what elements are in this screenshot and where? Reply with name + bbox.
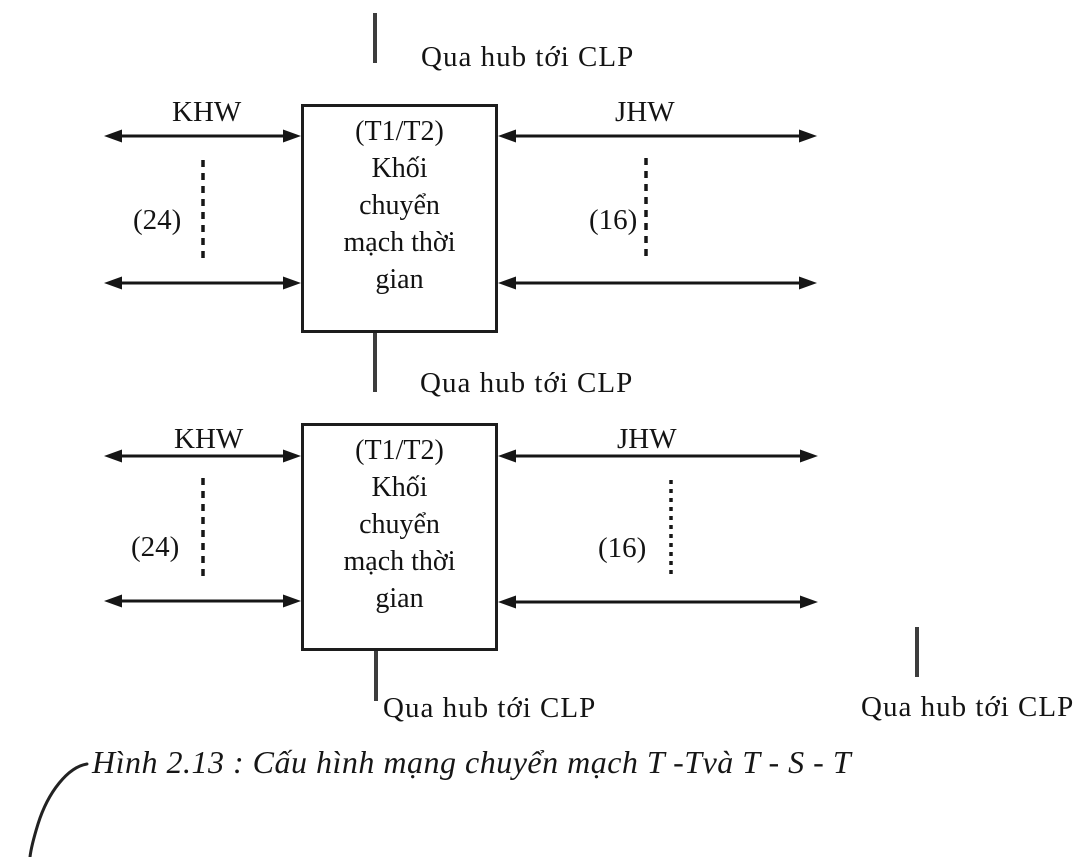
figure-caption: Hình 2.13 : Cấu hình mạng chuyển mạch T … bbox=[92, 744, 852, 780]
jhw-arrow-bottom-2 bbox=[498, 595, 818, 609]
jhw-label-2: JHW bbox=[617, 423, 677, 455]
block-1-line-3: chuyển bbox=[359, 190, 440, 221]
hub-label-top: Qua hub tới CLP bbox=[421, 41, 635, 73]
block-2-line-2: Khối bbox=[371, 472, 428, 503]
khw-arrow-bottom-2 bbox=[104, 594, 301, 608]
jhw-count-1: (16) bbox=[589, 204, 638, 236]
caption-curve bbox=[28, 762, 89, 857]
block-1-line-2: Khối bbox=[371, 153, 428, 184]
jhw-arrow-top-2 bbox=[498, 449, 818, 463]
jhw-count-2: (16) bbox=[598, 532, 647, 564]
khw-arrow-top-1 bbox=[104, 129, 301, 143]
time-switch-block-2: (T1/T2) Khối chuyển mạch thời gian bbox=[301, 423, 498, 651]
khw-label-2: KHW bbox=[174, 423, 244, 455]
jhw-arrow-top-1 bbox=[498, 129, 817, 143]
khw-count-2: (24) bbox=[131, 531, 180, 563]
khw-arrow-bottom-1 bbox=[104, 276, 301, 290]
khw-count-1: (24) bbox=[133, 204, 182, 236]
block-1-line-5: gian bbox=[375, 264, 424, 295]
block-2-line-5: gian bbox=[375, 583, 424, 614]
time-switch-block-1: (T1/T2) Khối chuyển mạch thời gian bbox=[301, 104, 498, 333]
block-1-line-1: (T1/T2) bbox=[355, 116, 444, 147]
hub-label-middle: Qua hub tới CLP bbox=[420, 367, 634, 399]
hub-label-bottom: Qua hub tới CLP bbox=[383, 692, 597, 724]
block-2-line-4: mạch thời bbox=[343, 546, 456, 577]
khw-arrow-top-2 bbox=[104, 449, 301, 463]
hub-label-bottom-right: Qua hub tới CLP bbox=[861, 691, 1075, 723]
jhw-label-1: JHW bbox=[615, 96, 675, 128]
block-2-line-1: (T1/T2) bbox=[355, 435, 444, 466]
jhw-arrow-bottom-1 bbox=[498, 276, 817, 290]
block-2-line-3: chuyển bbox=[359, 509, 440, 540]
khw-label-1: KHW bbox=[172, 96, 242, 128]
block-1-line-4: mạch thời bbox=[343, 227, 456, 258]
